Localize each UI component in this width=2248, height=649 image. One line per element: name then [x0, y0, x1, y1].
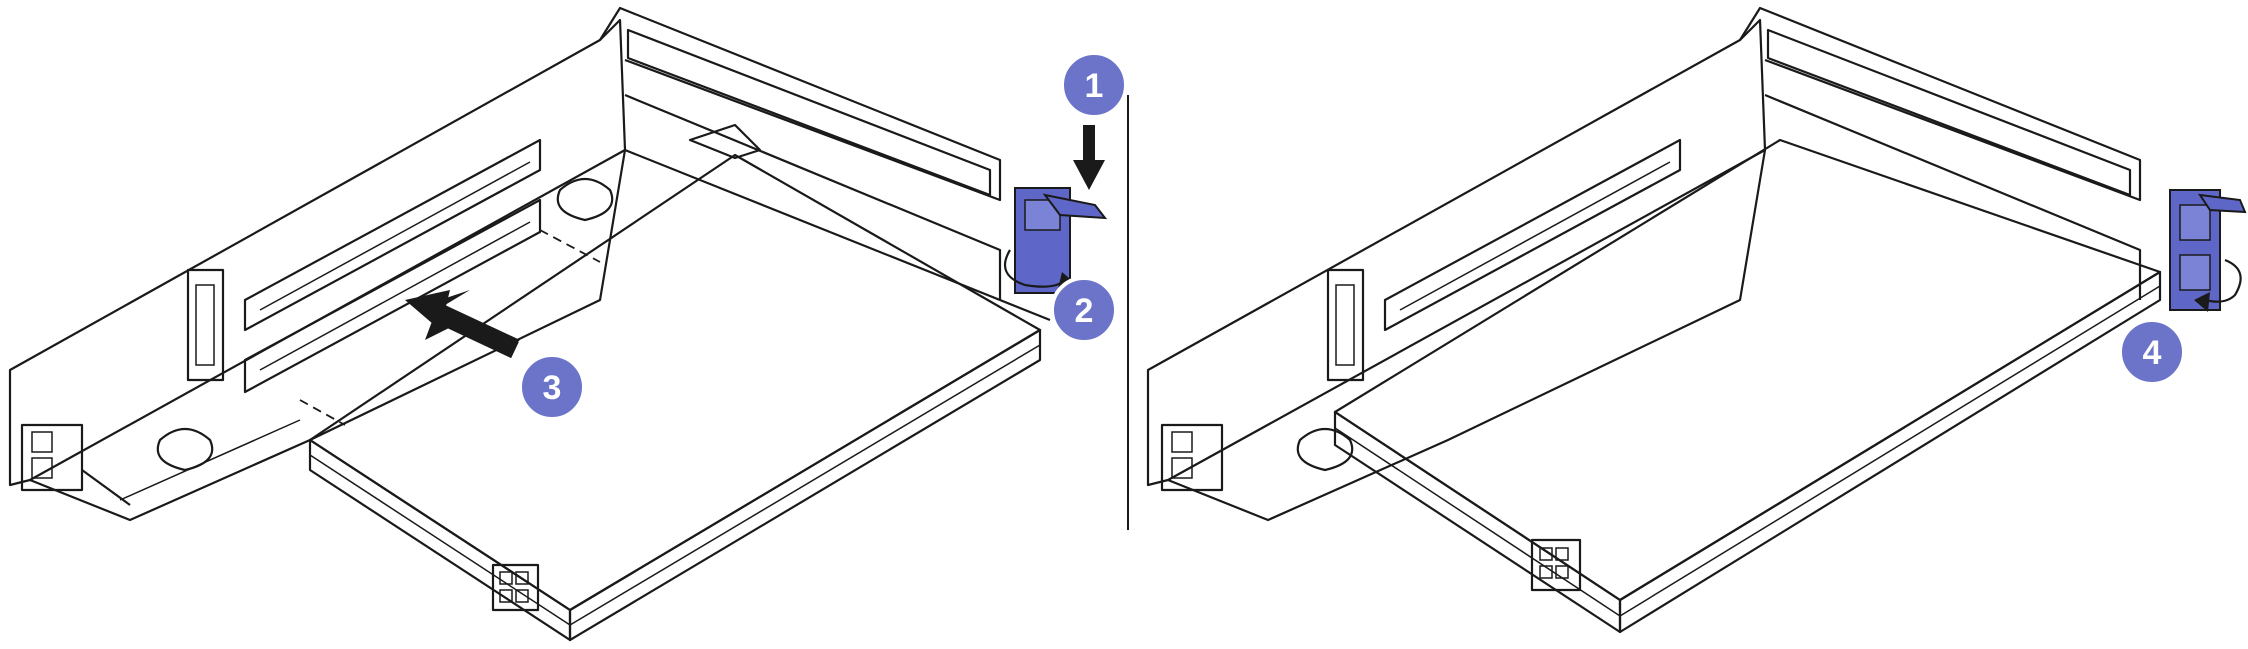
alignment-guide-lower [299, 399, 346, 426]
left-panel: 1 2 3 [8, 6, 1128, 642]
right-panel: 4 [1146, 6, 2247, 634]
riser-cage-right [1146, 6, 2142, 522]
gpu-adapter-card-left [308, 123, 1042, 642]
insert-card-arrow-icon [405, 290, 520, 359]
retention-latch-closed [2169, 189, 2247, 312]
pcie-slot-lower-left [243, 198, 542, 394]
svg-text:2: 2 [1075, 292, 1094, 330]
svg-text:4: 4 [2143, 334, 2162, 372]
press-down-arrow-icon [1073, 125, 1105, 190]
pcie-slot-upper-left [243, 138, 542, 332]
step-badge-4: 4 [2118, 318, 2186, 386]
retention-latch-open [1003, 187, 1108, 294]
rotate-arrow-icon [2204, 258, 2242, 303]
pcie-slot-upper-right [1383, 138, 1682, 332]
step-badge-2: 2 [1050, 276, 1118, 344]
step-badge-3: 3 [518, 353, 586, 421]
alignment-guide-upper [539, 229, 601, 263]
svg-text:3: 3 [543, 369, 562, 407]
svg-text:1: 1 [1085, 67, 1104, 105]
gpu-adapter-card-installed [1333, 138, 2162, 634]
riser-cage-left [8, 6, 1051, 522]
step-badge-1: 1 [1060, 51, 1128, 119]
rotate-arrow-icon [1003, 249, 1066, 288]
